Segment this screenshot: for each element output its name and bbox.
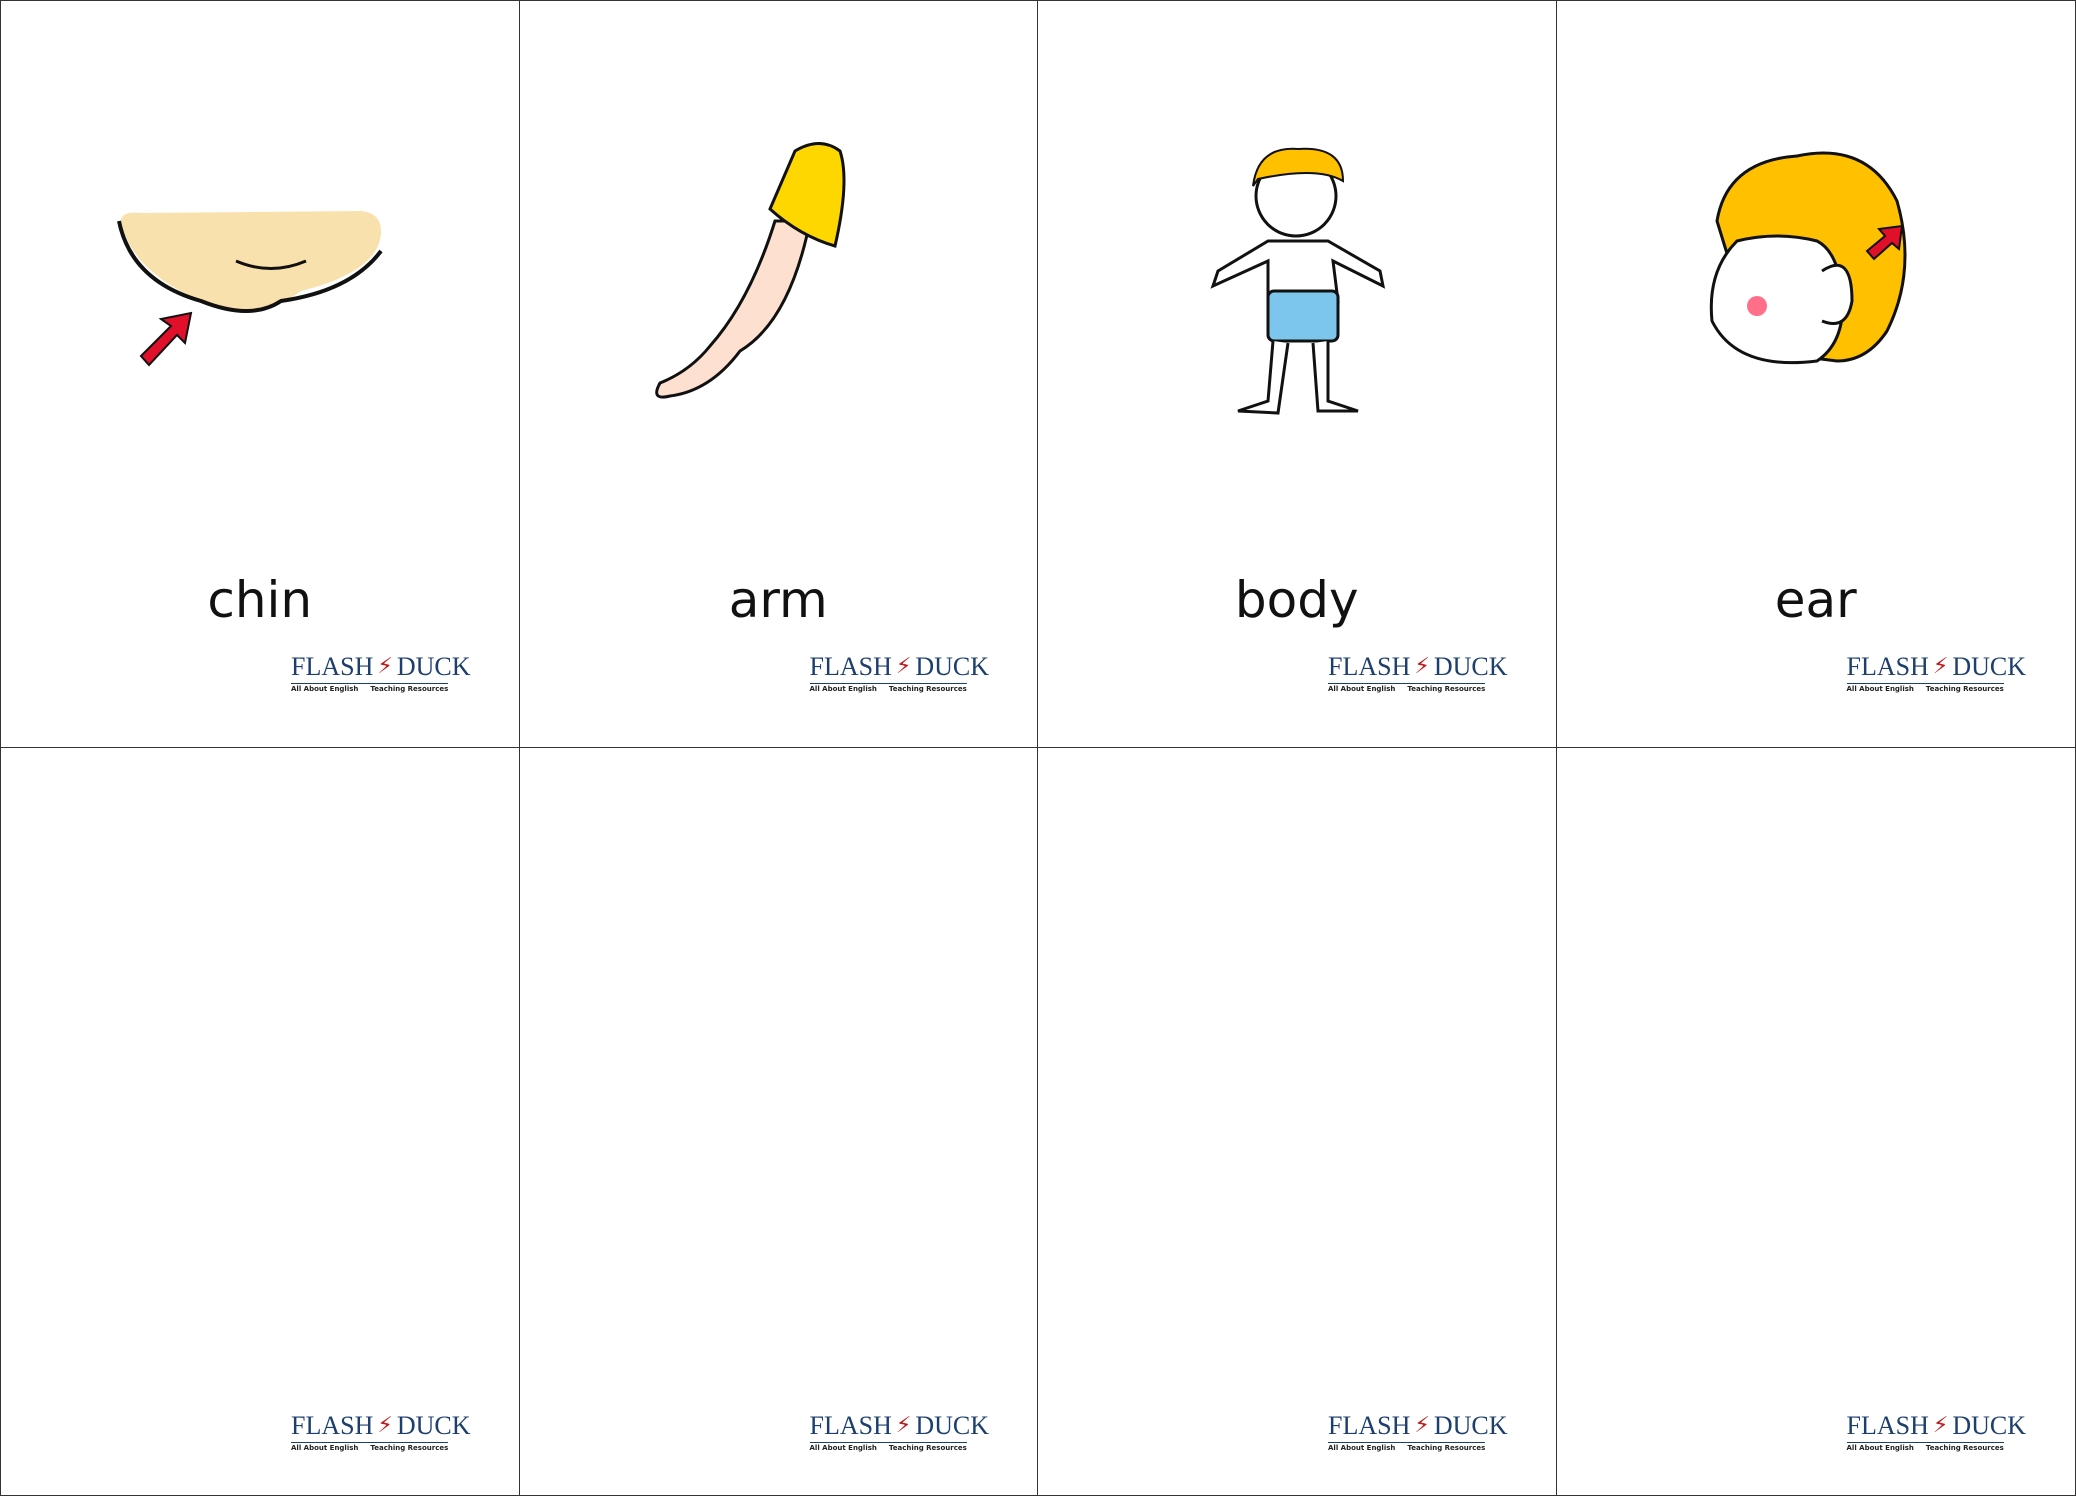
card-word: chin	[207, 571, 313, 629]
card-word: ear	[1774, 571, 1857, 629]
arm-illustration	[654, 142, 845, 399]
card-word: arm	[728, 571, 828, 629]
chin-illustration	[117, 211, 383, 367]
ear-illustration	[1709, 151, 1906, 365]
body-illustration	[1210, 147, 1386, 415]
card-word: body	[1234, 571, 1359, 629]
